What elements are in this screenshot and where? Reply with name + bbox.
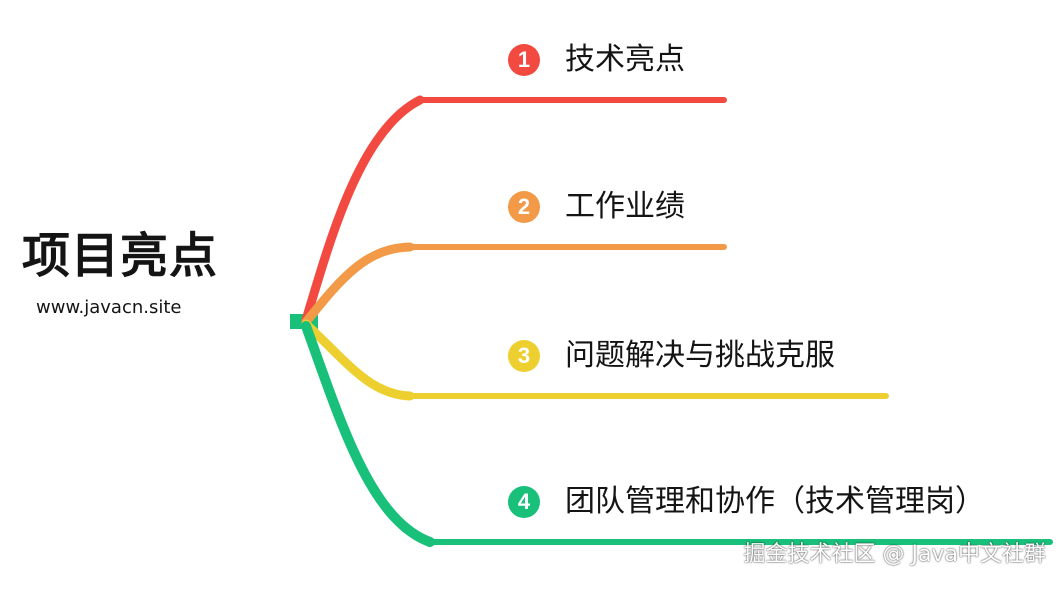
branch-label: 团队管理和协作（技术管理岗） <box>565 484 985 519</box>
number-badge: 4 <box>508 486 540 518</box>
branch-label: 问题解决与挑战克服 <box>565 338 835 373</box>
number-badge: 2 <box>508 191 540 223</box>
watermark: 掘金技术社区 @ Java中文社群 <box>743 542 1046 567</box>
root-title: 项目亮点 <box>22 228 219 284</box>
number-badge: 3 <box>508 340 540 372</box>
root-subtitle: www.javacn.site <box>36 297 182 318</box>
branch-3: 3 问题解决与挑战克服 <box>508 339 835 373</box>
number-badge: 1 <box>508 44 540 76</box>
branch-label: 技术亮点 <box>565 42 685 77</box>
branch-label: 工作业绩 <box>565 189 685 224</box>
branch-2: 2 工作业绩 <box>508 190 685 224</box>
branch-1: 1 技术亮点 <box>508 43 685 77</box>
branch-4: 4 团队管理和协作（技术管理岗） <box>508 485 985 519</box>
